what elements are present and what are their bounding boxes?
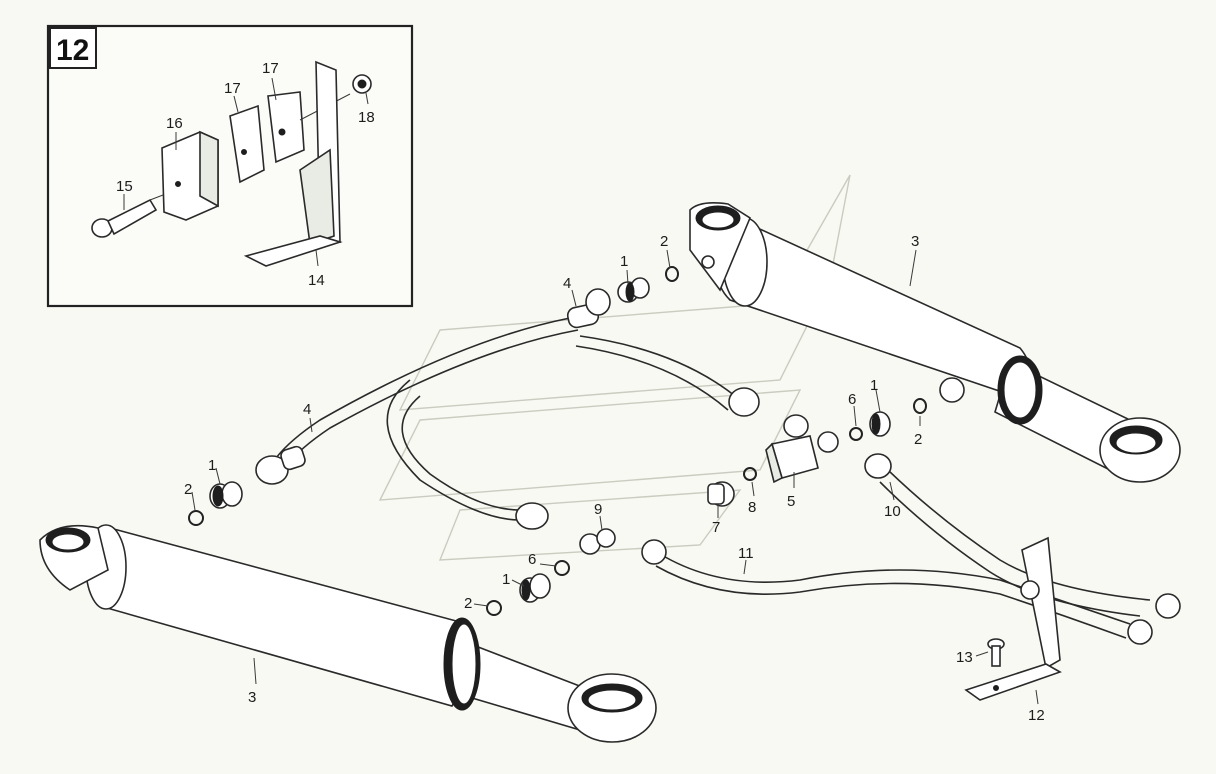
adapter-1-right bbox=[869, 411, 891, 437]
bolt-13 bbox=[987, 638, 1005, 691]
watermark-logo bbox=[378, 174, 851, 561]
callout-15: 15 bbox=[116, 178, 133, 195]
callout-13: 13 bbox=[956, 649, 973, 666]
callout-2-left: 2 bbox=[184, 481, 192, 498]
o-ring-2-lower bbox=[486, 600, 502, 616]
angle-bracket-14 bbox=[243, 60, 343, 267]
hydraulic-cylinder-upper bbox=[689, 202, 1181, 483]
callout-16: 16 bbox=[166, 115, 183, 132]
callout-17-left: 17 bbox=[224, 80, 241, 97]
callout-3-lower: 3 bbox=[248, 689, 256, 706]
callout-1-upper: 1 bbox=[620, 253, 628, 270]
clamp-17-left bbox=[229, 104, 265, 184]
callout-8: 8 bbox=[748, 499, 756, 516]
callout-7: 7 bbox=[712, 519, 720, 536]
callout-4-left: 4 bbox=[303, 401, 311, 418]
callout-2-lower: 2 bbox=[464, 595, 472, 612]
clamp-bracket-12 bbox=[964, 536, 1062, 701]
adapter-1-left bbox=[209, 481, 243, 509]
bracket-16 bbox=[161, 130, 219, 221]
callout-11: 11 bbox=[738, 545, 754, 562]
callout-5: 5 bbox=[787, 493, 795, 510]
callout-2-right: 2 bbox=[914, 431, 922, 448]
callout-9: 9 bbox=[594, 501, 602, 518]
callout-1-left: 1 bbox=[208, 457, 216, 474]
hose-end-fitting-left bbox=[255, 445, 306, 485]
hose-end-fitting-upper bbox=[566, 288, 611, 329]
callout-leaders bbox=[191, 249, 1039, 705]
washer-6-lower bbox=[554, 560, 570, 576]
callout-14: 14 bbox=[308, 272, 325, 289]
valve-block-5 bbox=[765, 414, 839, 484]
callout-2-upper: 2 bbox=[660, 233, 668, 250]
callout-1-right: 1 bbox=[870, 377, 878, 394]
hose-end-fitting-mid bbox=[515, 387, 760, 530]
callout-12: 12 bbox=[1028, 707, 1045, 724]
callout-1-lower: 1 bbox=[502, 571, 510, 588]
callout-6-right: 6 bbox=[848, 391, 856, 408]
seal-8 bbox=[743, 467, 757, 481]
hose-4-upper bbox=[275, 317, 741, 521]
callout-4-upper: 4 bbox=[563, 275, 571, 292]
callout-3-upper: 3 bbox=[911, 233, 919, 250]
hydraulic-cylinder-lower bbox=[39, 524, 657, 743]
adapter-1-upper bbox=[617, 277, 650, 303]
hose-10 bbox=[864, 453, 1181, 645]
plug-7 bbox=[707, 481, 735, 507]
callout-18: 18 bbox=[358, 109, 375, 126]
cap-right bbox=[939, 377, 965, 403]
o-ring-2-upper bbox=[665, 266, 679, 282]
nut-18 bbox=[352, 74, 372, 94]
inset-detail-box: 12 bbox=[46, 24, 414, 308]
callout-10: 10 bbox=[884, 503, 901, 520]
o-ring-2-right bbox=[913, 398, 927, 414]
callout-17-right: 17 bbox=[262, 60, 279, 77]
adapter-1-lower bbox=[519, 573, 551, 603]
inset-number: 12 bbox=[56, 34, 89, 67]
callout-6-lower: 6 bbox=[528, 551, 536, 568]
o-ring-2-left bbox=[188, 510, 204, 526]
tee-fitting-9 bbox=[579, 528, 616, 555]
washer-6-right bbox=[849, 427, 863, 441]
clamp-17-right bbox=[267, 91, 351, 164]
